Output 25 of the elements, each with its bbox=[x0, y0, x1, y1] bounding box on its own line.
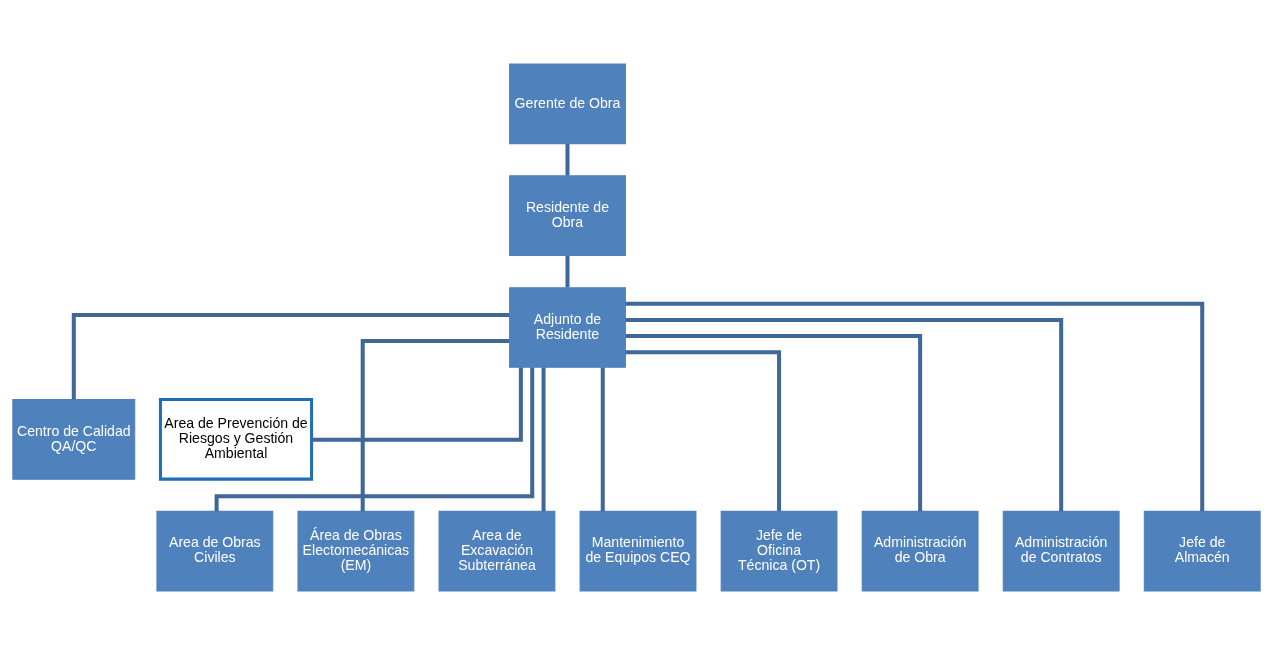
node-box: Residente de Obra bbox=[509, 175, 626, 256]
connector bbox=[625, 301, 1205, 512]
node-box: Jefe de Oficina Técnica (OT) bbox=[720, 510, 838, 592]
connector bbox=[541, 367, 546, 512]
connector bbox=[565, 255, 570, 288]
connector bbox=[360, 339, 510, 512]
connector bbox=[565, 143, 570, 176]
connector bbox=[625, 334, 923, 512]
connector bbox=[600, 367, 605, 512]
connector bbox=[625, 350, 782, 511]
connector bbox=[214, 367, 535, 512]
connector bbox=[625, 317, 1064, 512]
connector bbox=[71, 312, 510, 400]
node-box: Gerente de Obra bbox=[509, 63, 626, 145]
connector bbox=[311, 367, 523, 442]
node-box: Area de Prevención de Riesgos y Gestión Ambiental bbox=[158, 398, 314, 481]
node-box: Administración de Obra bbox=[861, 510, 979, 592]
node-box: Administración de Contratos bbox=[1002, 510, 1120, 592]
node-box: Área de Obras Electomecánicas (EM) bbox=[297, 510, 415, 592]
node-box: Mantenimiento de Equipos CEQ bbox=[579, 510, 697, 592]
node-box: Centro de Calidad QA/QC bbox=[12, 399, 136, 480]
node-box: Area de Excavación Subterránea bbox=[438, 510, 556, 592]
node-box: Jefe de Almacén bbox=[1143, 510, 1261, 592]
node-box: Adjunto de Residente bbox=[509, 287, 626, 368]
node-box: Area de Obras Civiles bbox=[156, 510, 274, 592]
